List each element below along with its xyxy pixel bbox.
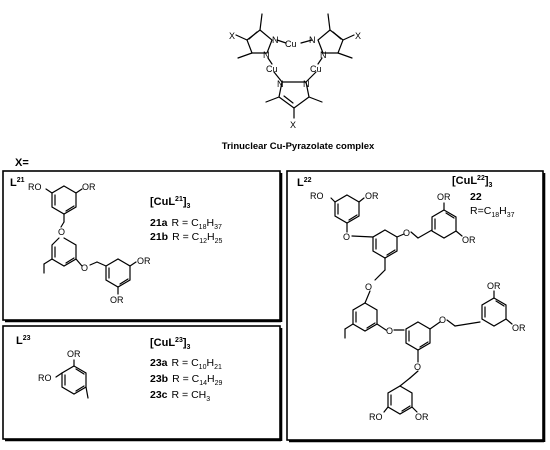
l23-ro-left: RO: [38, 373, 52, 383]
ligand-label-l22: L22: [297, 177, 312, 189]
complex-label: Trinuclear Cu-Pyrazolate complex: [222, 141, 375, 152]
l22-or-4: OR: [487, 281, 501, 291]
l22-o-1: O: [343, 232, 350, 242]
l21-structure: [43, 185, 137, 295]
l23-structure: [55, 359, 89, 399]
l22-structure: [330, 194, 513, 415]
l22-o-5: O: [439, 315, 446, 325]
panel-l21: [2, 170, 283, 323]
atom-cu-left: Cu: [266, 64, 278, 74]
l21-or-bottom: OR: [110, 295, 124, 305]
atom-cu-right: Cu: [310, 64, 322, 74]
l21-or-right: OR: [137, 256, 151, 266]
atom-n-3: N: [263, 50, 270, 60]
l22-or-6: OR: [415, 412, 429, 422]
l22-ro-1: RO: [310, 191, 324, 201]
l23-or-top: OR: [67, 349, 81, 359]
l21-or-top: OR: [82, 182, 96, 192]
x-equals-label: X=: [15, 157, 29, 169]
ligand-label-l21: L21: [10, 177, 25, 189]
complex-formula-l22: [CuL22]3: [452, 175, 493, 189]
l22-ro-2: RO: [369, 412, 383, 422]
atom-n-5: N: [277, 79, 284, 89]
atom-n-4: N: [320, 50, 327, 60]
l22-o-4: O: [386, 326, 393, 336]
l21-ro-top: RO: [28, 182, 42, 192]
l22-or-1: OR: [365, 191, 379, 201]
l22-or-3: OR: [462, 235, 476, 245]
complex-formula-l23: [CuL23]3: [150, 337, 191, 351]
atom-n-2: N: [309, 35, 316, 45]
l21-o-top: O: [58, 227, 65, 237]
panel-l23: [2, 325, 283, 442]
ligand-label-l23: L23: [16, 335, 31, 347]
complex-formula-l21: [CuL21]3: [150, 196, 191, 210]
compound-id-22: 22: [470, 191, 482, 203]
atom-n-6: N: [303, 79, 310, 89]
l22-or-2: OR: [437, 192, 451, 202]
l22-o-6: O: [414, 362, 421, 372]
pyrazolate-complex-structure: [235, 13, 355, 119]
atom-cu-top: Cu: [285, 39, 297, 49]
atom-x-left: X: [229, 31, 235, 41]
atom-x-right: X: [355, 31, 361, 41]
atom-x-bottom: X: [290, 120, 296, 130]
l22-o-3: O: [365, 282, 372, 292]
atom-n-1: N: [272, 35, 279, 45]
l22-r-definition: R=C18H37: [470, 205, 515, 219]
l21-o-mid: O: [81, 263, 88, 273]
l22-o-2: O: [403, 228, 410, 238]
l22-or-5: OR: [512, 323, 526, 333]
panel-l22: [286, 170, 546, 443]
